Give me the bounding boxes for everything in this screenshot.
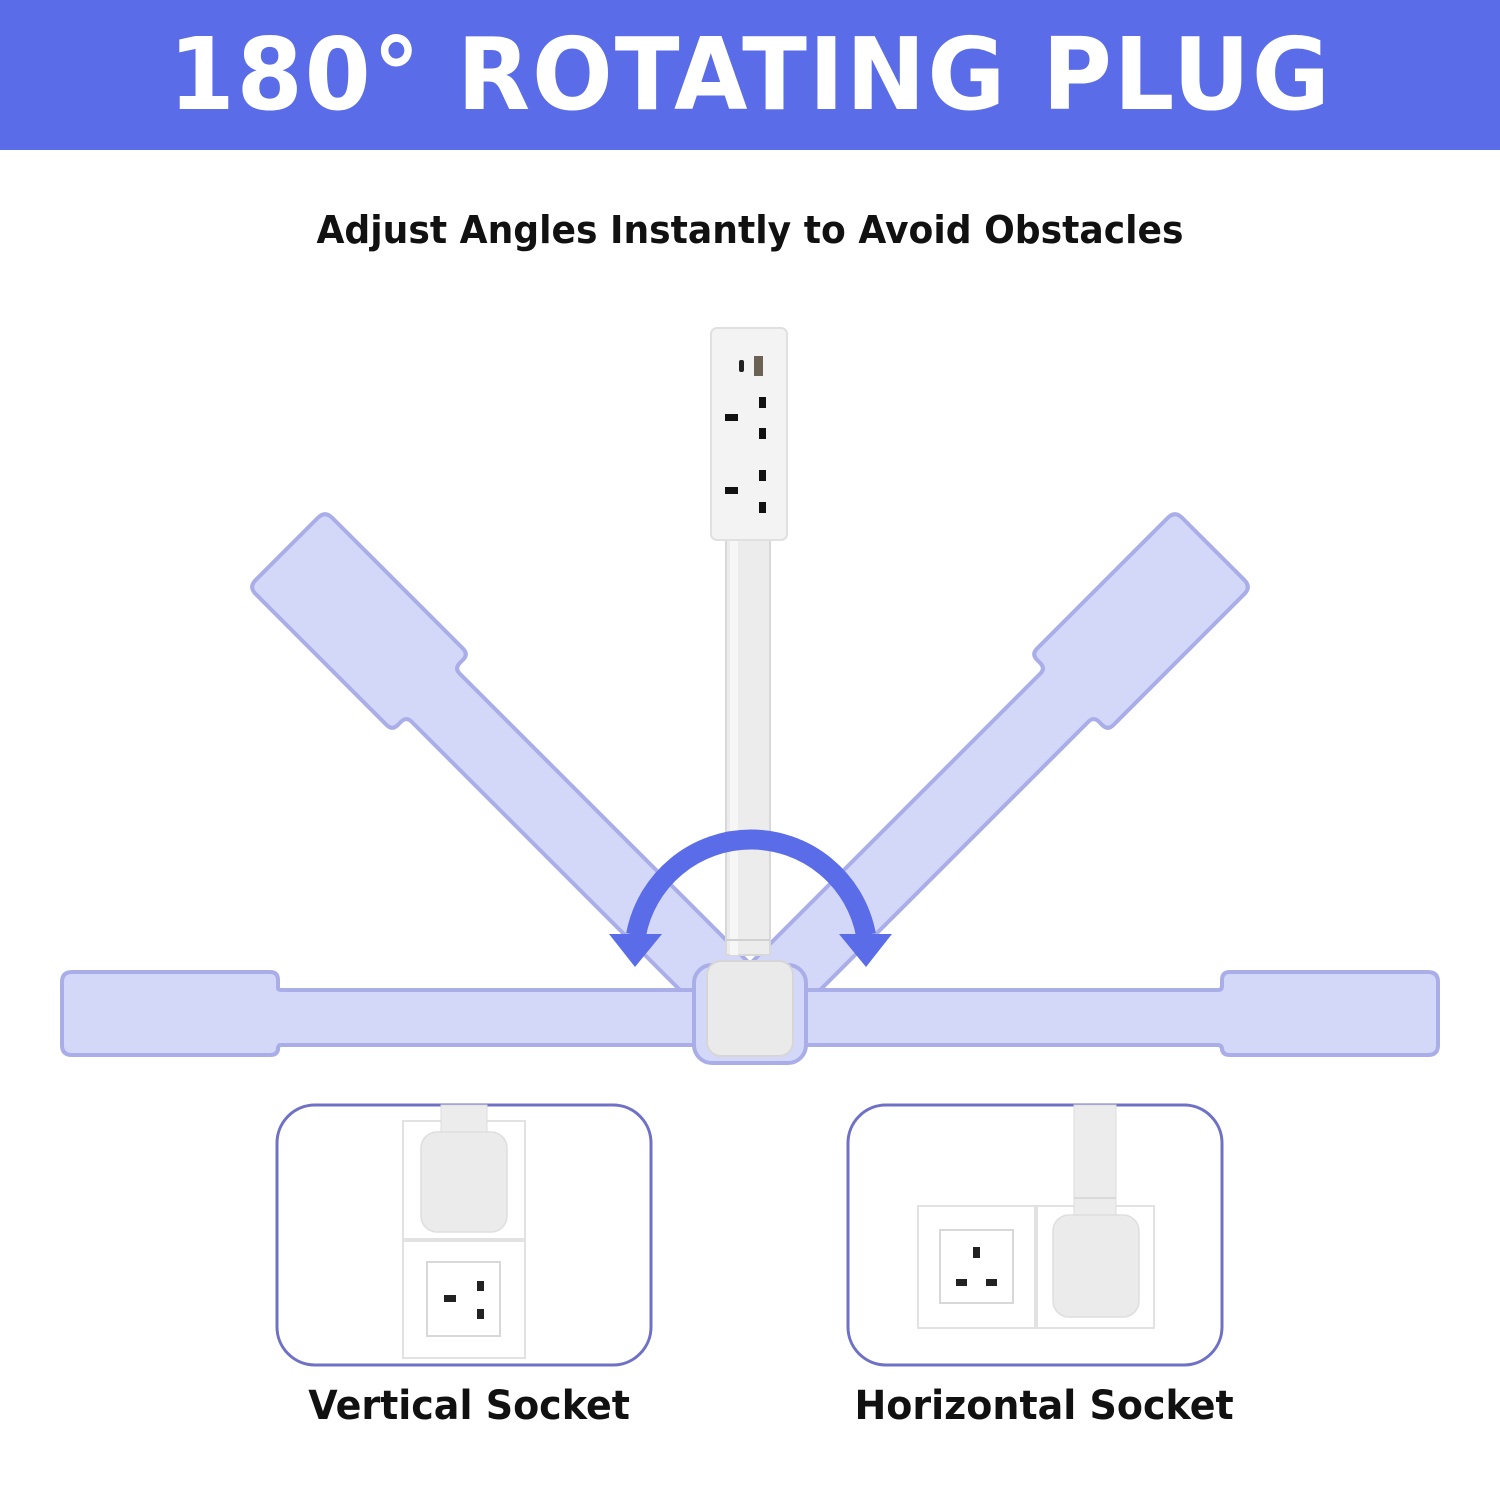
example-card-vertical xyxy=(275,1103,653,1367)
plug-body xyxy=(1052,1214,1140,1318)
rotation-arrow-icon xyxy=(609,829,892,967)
caption-horizontal-socket: Horizontal Socket xyxy=(854,1383,1234,1429)
caption-vertical-socket: Vertical Socket xyxy=(308,1383,630,1429)
power-strip-product xyxy=(706,327,794,1057)
power-strip-head xyxy=(710,327,788,541)
ghost-arm-horizontal-left xyxy=(60,970,752,1057)
socket-icon xyxy=(725,470,766,513)
subtitle: Adjust Angles Instantly to Avoid Obstacl… xyxy=(316,208,1184,252)
usb-a-port-icon xyxy=(754,356,763,376)
plug-body xyxy=(420,1131,508,1233)
wall-socket-icon xyxy=(939,1229,1014,1304)
header-banner: 180° ROTATING PLUG xyxy=(0,0,1500,150)
example-card-horizontal xyxy=(846,1103,1224,1367)
wall-socket-icon xyxy=(426,1261,501,1337)
usb-c-port-icon xyxy=(739,360,744,372)
plug-body xyxy=(706,960,794,1057)
socket-icon xyxy=(725,397,766,439)
ghost-arm-horizontal-right xyxy=(748,970,1440,1057)
page-title: 180° ROTATING PLUG xyxy=(168,16,1332,133)
